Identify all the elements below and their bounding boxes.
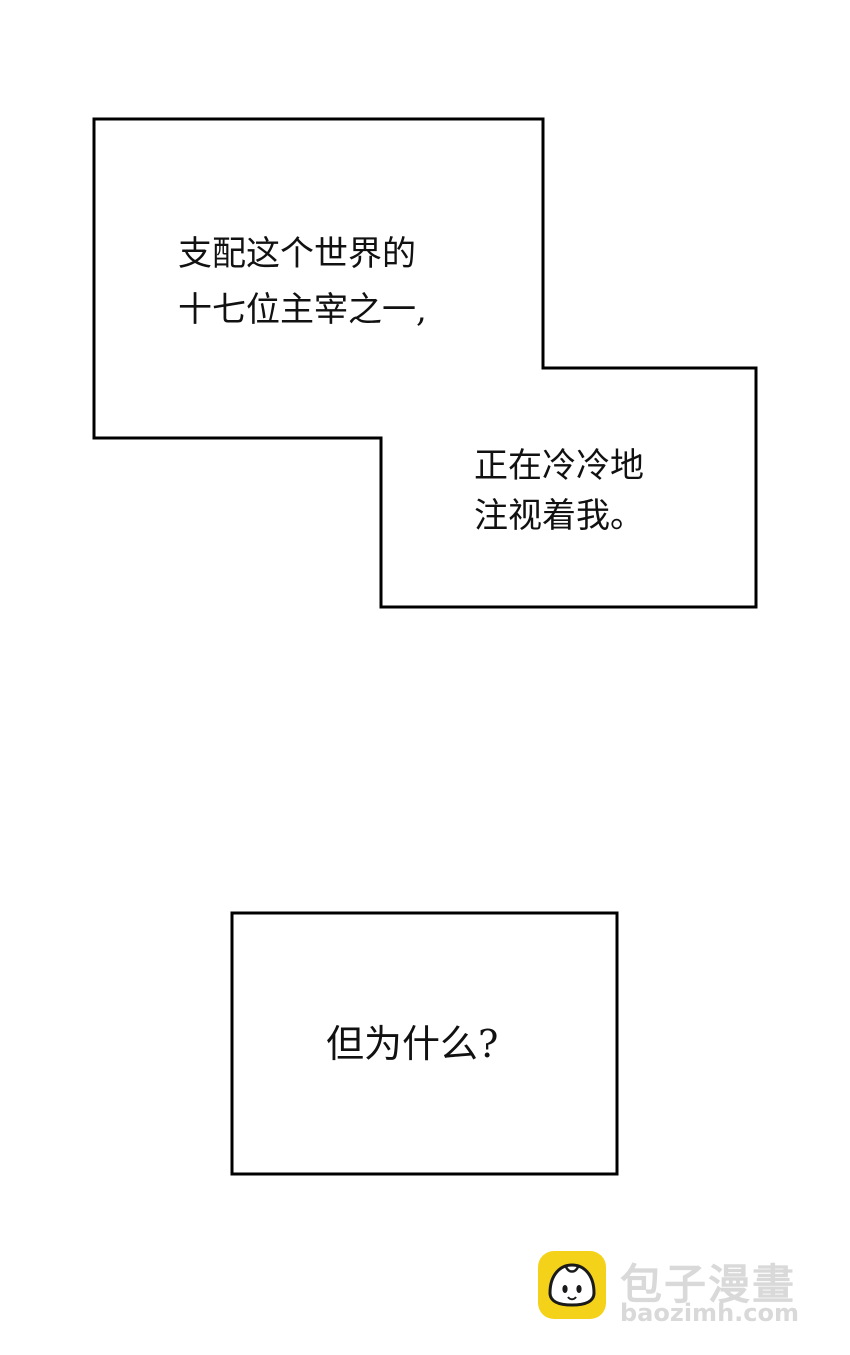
caption-box-stepped [92, 117, 758, 609]
caption-2-line-2: 注视着我。 [474, 496, 644, 536]
caption-2-line-1: 正在冷冷地 [474, 446, 644, 486]
caption-1-line-2: 十七位主宰之一, [178, 290, 427, 330]
site-watermark: 包子漫畫 baozimh.com [536, 1249, 836, 1329]
caption-3-line-1: 但为什么? [326, 1022, 499, 1066]
watermark-url: baozimh.com [620, 1299, 799, 1327]
watermark-title: 包子漫畫 [620, 1260, 797, 1309]
bun-mascot-icon [538, 1251, 606, 1319]
caption-box-question [230, 911, 619, 1176]
caption-1-line-1: 支配这个世界的 [178, 234, 416, 274]
